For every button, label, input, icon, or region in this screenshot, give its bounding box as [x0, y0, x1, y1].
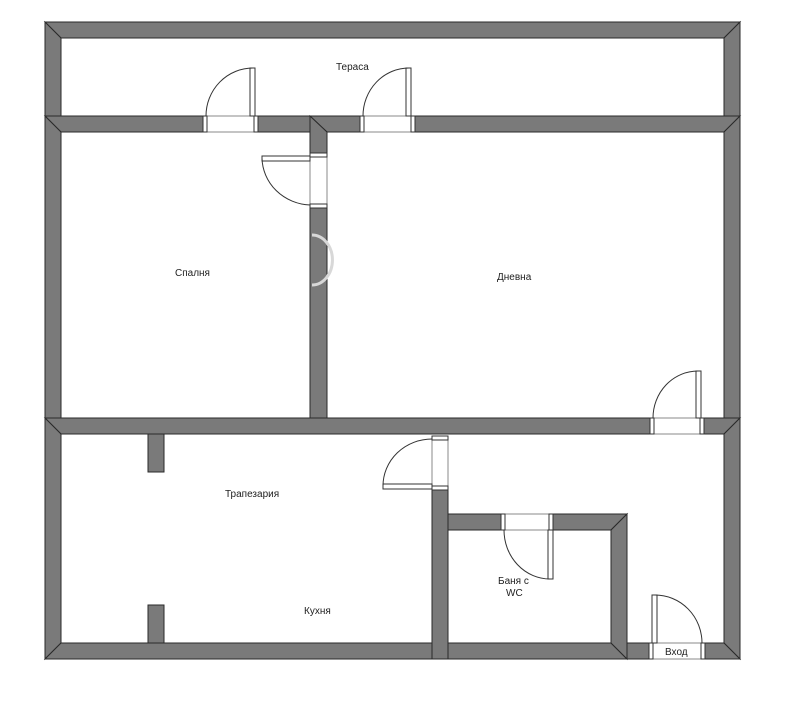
wall-terrace-rooms-4	[414, 115, 742, 133]
door-leaf	[261, 155, 311, 162]
room-label-bathroom-line1: Баня с	[498, 576, 529, 587]
room-label-living: Дневна	[497, 272, 532, 283]
room-label-kitchen: Кухня	[304, 606, 331, 617]
door-kitchen-hall[interactable]	[382, 435, 449, 491]
room-label-entrance: Вход	[665, 647, 688, 658]
door-leaf	[547, 529, 554, 580]
wall-stub-lower	[147, 604, 165, 644]
door-leaf	[249, 67, 256, 117]
wall-left-kitchen	[44, 416, 62, 661]
door-bathroom[interactable]	[500, 513, 554, 580]
door-leaf	[382, 483, 433, 490]
wall-bottom-1	[43, 642, 450, 660]
walls	[43, 20, 742, 661]
wall-bath-top-1	[447, 513, 502, 531]
door-swing-arc	[205, 67, 254, 117]
door-swing-arc	[261, 157, 311, 206]
wall-right-hall	[723, 416, 741, 661]
wall-right-living	[723, 114, 741, 419]
door-living-hall[interactable]	[649, 370, 705, 435]
door-bedroom-terrace[interactable]	[202, 67, 259, 133]
door-leaf	[405, 67, 412, 117]
door-living-terrace[interactable]	[359, 67, 416, 133]
room-label-bedroom: Спалня	[175, 268, 210, 279]
wall-terrace-rooms-1	[43, 115, 204, 133]
door-leaf	[651, 594, 658, 644]
wall-terrace-left	[44, 20, 62, 117]
door-leaf	[695, 370, 702, 419]
wall-middle-1	[43, 417, 651, 435]
room-label-dining: Трапезария	[225, 489, 279, 500]
door-swing-arc	[503, 529, 551, 580]
door-swing-arc	[654, 594, 703, 644]
door-swing-arc	[382, 438, 433, 487]
wall-bottom-2	[430, 642, 629, 660]
ghost-arc-mark	[311, 233, 334, 287]
door-swing-arc	[652, 370, 699, 419]
wall-top-outer	[43, 21, 742, 39]
door-entrance[interactable]	[648, 594, 706, 660]
door-bedroom-living[interactable]	[261, 152, 328, 209]
wall-bath-right	[610, 512, 628, 661]
wall-bottom-3	[626, 642, 650, 660]
room-label-terrace: Тераса	[336, 62, 369, 73]
wall-terrace-right	[723, 20, 741, 117]
wall-stub-upper	[147, 433, 165, 473]
wall-kitchen-bath	[431, 489, 449, 660]
door-swing-arc	[362, 67, 410, 117]
wall-terrace-rooms-2	[257, 115, 311, 133]
wall-left-bedroom	[44, 114, 62, 419]
room-label-bathroom-line2: WC	[506, 588, 523, 599]
